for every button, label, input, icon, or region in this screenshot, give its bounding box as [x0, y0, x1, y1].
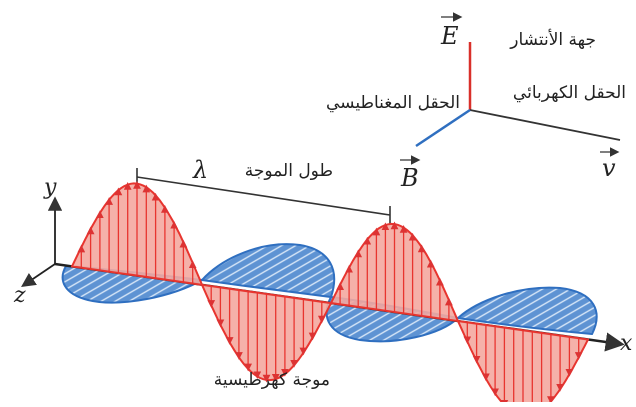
- wavelength-bracket: λ طول الموجة: [137, 156, 390, 224]
- electric-field-label: الحقل الكهربائي: [513, 83, 626, 103]
- b-symbol: B: [400, 164, 419, 192]
- v-vector-arrow: [470, 110, 620, 140]
- wavelength-label: طول الموجة: [245, 161, 333, 181]
- y-axis-label: y: [43, 175, 57, 200]
- legend: E B v جهة الأنتشار الحقل الكهربائي الحقل…: [326, 17, 626, 192]
- b-vector-arrow: [416, 110, 470, 146]
- propagation-label: جهة الأنتشار: [509, 29, 596, 50]
- z-axis-label: z: [13, 283, 26, 308]
- e-symbol: E: [440, 22, 459, 50]
- x-axis-label: x: [620, 331, 633, 356]
- magnetic-field-label: الحقل المغناطيسي: [326, 93, 460, 113]
- v-symbol: v: [602, 154, 616, 182]
- caption: موجة كهرطيسية: [214, 370, 330, 390]
- lambda-symbol: λ: [192, 156, 208, 184]
- z-axis: [24, 264, 55, 285]
